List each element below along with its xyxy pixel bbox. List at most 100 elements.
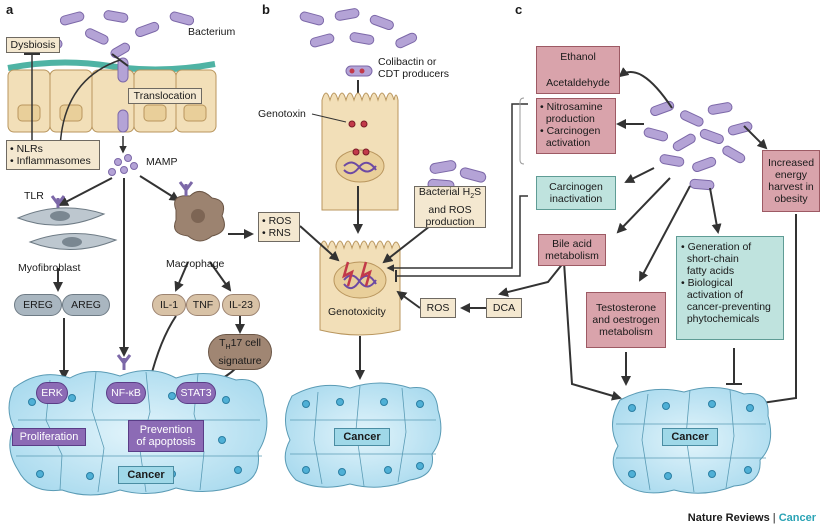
cancer-text-a: Cancer xyxy=(127,469,165,481)
th17-post: 17 cell xyxy=(230,337,261,350)
energy-l2: energy xyxy=(774,169,808,181)
h2s-l2: and ROS xyxy=(428,203,472,216)
th17-sub: H xyxy=(225,344,231,352)
carcinogen-inactivation-box: Carcinogen inactivation xyxy=(536,176,616,210)
testo-l3: metabolism xyxy=(599,326,653,338)
cancer-label-a: Cancer xyxy=(118,466,174,484)
prevention-l2: of apoptosis xyxy=(136,436,196,448)
dca-text: DCA xyxy=(492,302,516,314)
mamp-dots xyxy=(108,154,138,176)
dca-box: DCA xyxy=(486,298,522,318)
il1-pill: IL-1 xyxy=(152,294,186,316)
tnf-text: TNF xyxy=(192,299,214,311)
ros-box: ROS xyxy=(420,298,456,318)
journal-credit: Nature Reviews | Cancer xyxy=(688,512,816,524)
nlrs-box: • NLRs • Inflammasomes xyxy=(6,140,100,170)
ros-text: ROS xyxy=(268,215,292,227)
h2s-l3: production xyxy=(425,215,475,228)
il23-pill: IL-23 xyxy=(222,294,260,316)
testosterone-box: Testosterone and oestrogen metabolism xyxy=(586,292,666,348)
scfa-box: • Generation of short-chain fatty acids … xyxy=(676,236,784,340)
tlr-label: TLR xyxy=(24,190,44,202)
carcinogen-act-l1: Carcinogen xyxy=(546,125,601,137)
prevention-l1: Prevention xyxy=(139,424,193,436)
dysbiosis-box: Dysbiosis xyxy=(6,37,60,53)
panel-label-c: c xyxy=(515,2,523,17)
bile-acid-box: Bile acid metabolism xyxy=(538,234,606,266)
panel-c-bacteria xyxy=(643,100,753,191)
ros2-text: ROS xyxy=(426,302,450,314)
nlrs-text: NLRs xyxy=(16,143,43,155)
nfkb-pill: NF-κB xyxy=(106,382,146,404)
areg-pill: AREG xyxy=(62,294,110,316)
genotoxin-label: Genotoxin xyxy=(258,108,306,120)
panel-label-a: a xyxy=(6,2,14,17)
bile-l1: Bile acid xyxy=(552,238,592,250)
carcinogen-act-l2: activation xyxy=(545,137,591,149)
il23-text: IL-23 xyxy=(229,299,253,311)
tnf-pill: TNF xyxy=(186,294,220,316)
erk-text: ERK xyxy=(41,387,63,399)
myofibroblast-label: Myofibroblast xyxy=(18,262,81,274)
stat3-pill: STAT3 xyxy=(176,382,216,404)
h2s-box: Bacterial H2S and ROS production xyxy=(414,186,486,228)
bio-l4: phytochemicals xyxy=(686,313,760,325)
ethanol-box: Ethanol Acetaldehyde xyxy=(536,46,620,94)
bacterium-label: Bacterium xyxy=(188,26,236,38)
scfa-l2: short-chain xyxy=(686,253,739,265)
areg-text: AREG xyxy=(71,299,101,311)
scfa-l3: fatty acids xyxy=(686,265,735,277)
bio-l2: activation of xyxy=(686,289,743,301)
journal-name: Nature Reviews xyxy=(687,512,770,524)
ereg-pill: EREG xyxy=(14,294,62,316)
inflammasomes-text: Inflammasomes xyxy=(16,155,91,167)
cancer-label-c: Cancer xyxy=(662,428,718,446)
il1-text: IL-1 xyxy=(159,299,179,311)
colibactin-label: Colibactin or CDT producers xyxy=(378,56,449,80)
translocation-text: Translocation xyxy=(133,90,197,102)
panel-b-epithelial-cell xyxy=(321,92,399,211)
cancer-text-c: Cancer xyxy=(671,431,709,443)
erk-pill: ERK xyxy=(36,382,68,404)
panel-a-bacteria xyxy=(39,10,195,59)
h2s-post: S xyxy=(474,186,482,199)
th17-signature-text: signature xyxy=(218,354,262,367)
energy-l4: obesity xyxy=(774,193,808,205)
panel-b-bacteria xyxy=(299,8,487,192)
testo-l1: Testosterone xyxy=(595,302,657,314)
translocating-bacterium-2 xyxy=(117,109,129,133)
bio-l1: Biological xyxy=(687,277,733,289)
carcinogen-inact-l1: Carcinogen xyxy=(549,181,603,193)
energy-harvest-box: Increased energy harvest in obesity xyxy=(762,150,820,212)
ereg-text: EREG xyxy=(23,299,53,311)
nitrosamine-l1: Nitrosamine xyxy=(546,101,603,113)
mamp-label: MAMP xyxy=(146,156,178,168)
prevention-label: Prevention of apoptosis xyxy=(128,420,204,452)
colibactin-l1: Colibactin or xyxy=(378,56,437,68)
journal-separator: | xyxy=(772,512,776,524)
panel-label-b: b xyxy=(262,2,270,17)
testo-l2: and oestrogen xyxy=(592,314,660,326)
journal-section: Cancer xyxy=(778,512,816,524)
cancer-label-b: Cancer xyxy=(334,428,390,446)
ethanol-text: Ethanol xyxy=(560,51,596,63)
energy-l1: Increased xyxy=(767,157,815,169)
bile-l2: metabolism xyxy=(545,250,599,262)
bio-l3: cancer-preventing xyxy=(686,301,771,313)
scfa-l1: Generation of xyxy=(687,241,752,253)
ros-rns-box: • ROS • RNS xyxy=(258,212,300,242)
h2s-pre: Bacterial H xyxy=(418,186,471,199)
proliferation-label: Proliferation xyxy=(12,428,86,446)
rns-text: RNS xyxy=(268,227,291,239)
translocation-box: Translocation xyxy=(128,88,202,104)
myofibroblast-cells xyxy=(16,207,118,250)
mucus-layer xyxy=(7,59,216,73)
nitrosamine-l2: production xyxy=(545,113,595,125)
nitrosamine-box: • Nitrosamine production • Carcinogen ac… xyxy=(536,98,616,154)
genotoxicity-label: Genotoxicity xyxy=(328,306,386,318)
cancer-text-b: Cancer xyxy=(343,431,381,443)
carcinogen-inact-l2: inactivation xyxy=(549,193,603,205)
acetaldehyde-text: Acetaldehyde xyxy=(546,77,610,89)
dysbiosis-text: Dysbiosis xyxy=(10,39,56,51)
colibactin-l2: CDT producers xyxy=(378,68,449,80)
